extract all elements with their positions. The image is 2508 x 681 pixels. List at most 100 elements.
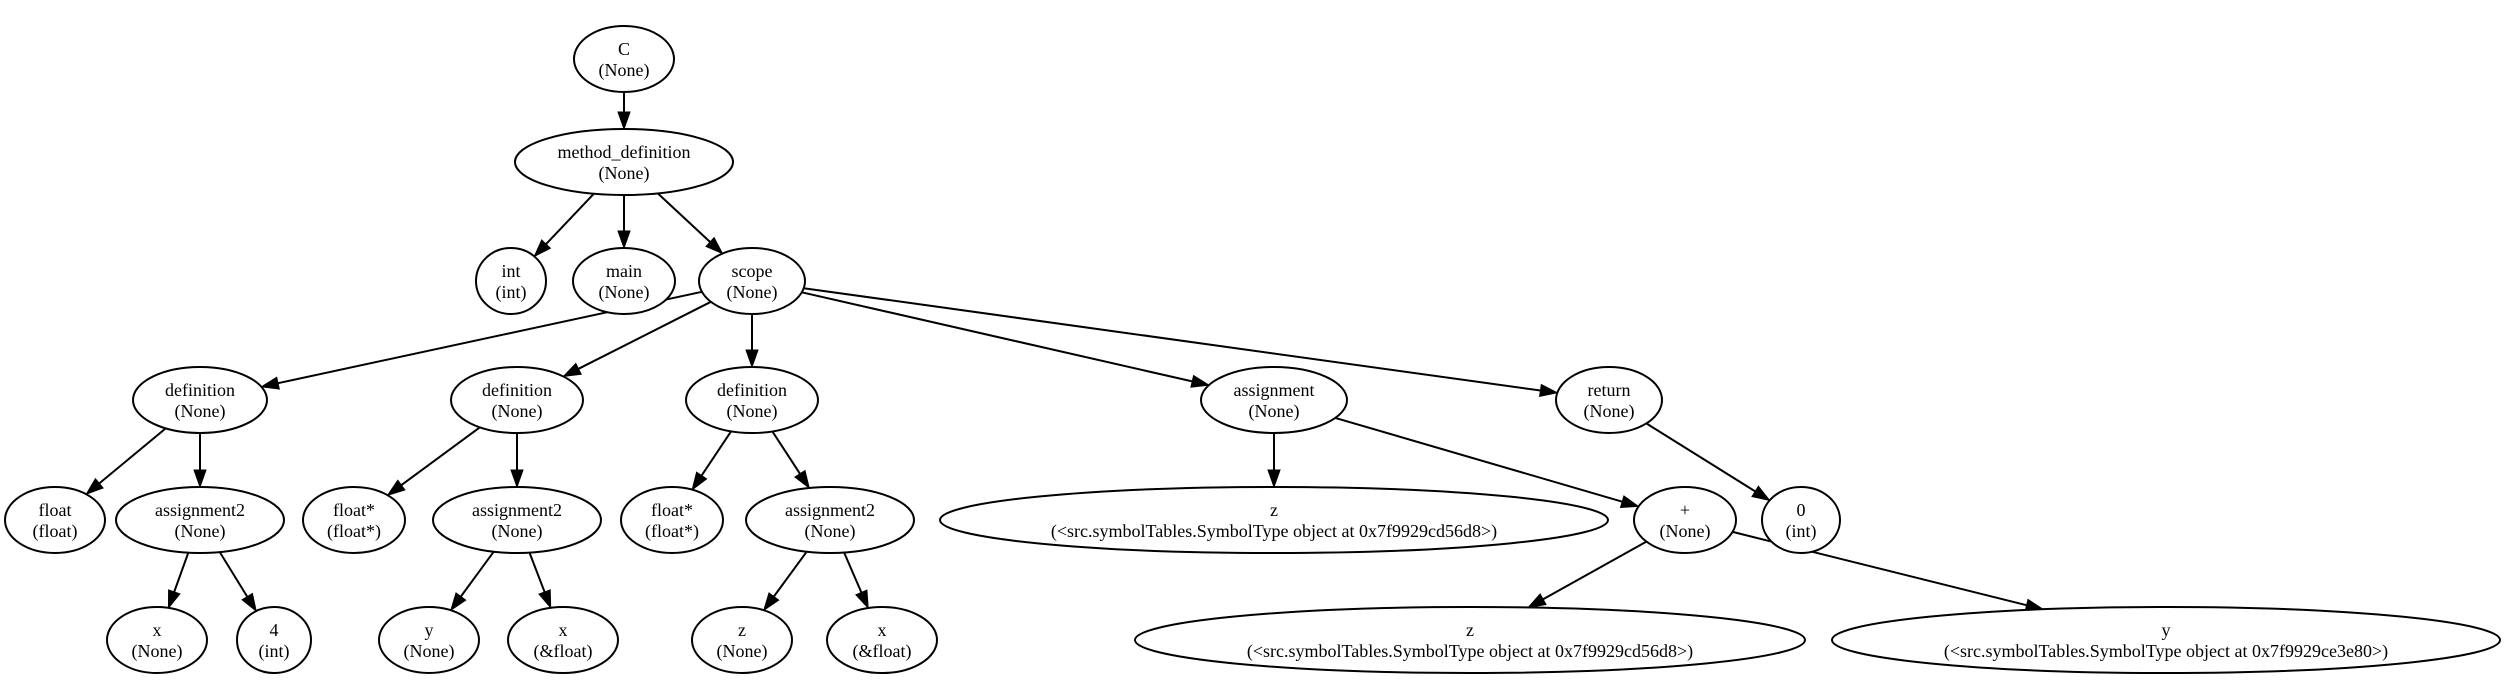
node-label: y — [425, 620, 434, 640]
tree-node: float*(float*) — [302, 486, 406, 554]
node-ellipse — [1200, 366, 1348, 434]
arrowhead-icon — [1751, 485, 1771, 502]
tree-node: assignment(None) — [1200, 366, 1348, 434]
edge-line — [657, 192, 711, 243]
tree-node: 4(int) — [236, 606, 312, 674]
edge-line — [459, 551, 495, 598]
node-type: (None) — [599, 163, 650, 184]
node-label: 4 — [270, 620, 279, 640]
tree-node: main(None) — [572, 247, 676, 315]
node-label: main — [606, 261, 642, 281]
node-type: (int) — [496, 282, 527, 303]
node-label: assignment2 — [785, 500, 875, 520]
tree-edge — [691, 430, 732, 491]
edge-line — [700, 430, 732, 477]
node-type: (None) — [175, 401, 226, 422]
tree-node: int(int) — [475, 247, 547, 315]
node-ellipse — [826, 606, 938, 674]
tree-node: +(None) — [1633, 486, 1737, 554]
tree-edge — [1267, 433, 1281, 489]
node-type: (<src.symbolTables.SymbolType object at … — [1051, 521, 1497, 542]
node-type: (None) — [717, 641, 768, 662]
tree-node: method_definition(None) — [514, 128, 734, 196]
tree-edges — [85, 92, 2045, 613]
node-type: (None) — [599, 60, 650, 81]
tree-node: float(float) — [4, 486, 106, 554]
node-label: z — [1270, 500, 1278, 520]
node-label: float* — [651, 500, 693, 520]
tree-edge — [1645, 422, 1771, 502]
node-label: assignment — [1234, 380, 1315, 400]
node-type: (int) — [1786, 521, 1817, 542]
arrowhead-icon — [745, 349, 759, 369]
tree-node: C(None) — [573, 25, 675, 93]
tree-node: x(&float) — [507, 606, 619, 674]
tree-edge — [1335, 416, 1640, 508]
node-ellipse — [302, 486, 406, 554]
tree-edge — [193, 433, 207, 489]
node-type: (float) — [33, 521, 78, 542]
tree-node: z(<src.symbolTables.SymbolType object at… — [939, 486, 1609, 554]
tree-node: definition(None) — [685, 366, 819, 434]
arrowhead-icon — [1267, 469, 1281, 489]
tree-edge — [167, 552, 190, 610]
node-ellipse — [450, 366, 584, 434]
node-type: (float*) — [327, 521, 381, 542]
arrowhead-icon — [449, 592, 467, 612]
arrowhead-icon — [259, 376, 280, 390]
node-ellipse — [572, 247, 676, 315]
tree-node: y(<src.symbolTables.SymbolType object at… — [1831, 606, 2501, 674]
tree-edge — [843, 552, 869, 610]
node-label: 0 — [1797, 500, 1806, 520]
arrowhead-icon — [705, 236, 724, 255]
tree-edge — [745, 314, 759, 369]
node-ellipse — [132, 366, 268, 434]
tree-edge — [528, 552, 552, 610]
node-ellipse — [106, 606, 208, 674]
tree-edge — [386, 426, 481, 497]
edge-line — [1542, 540, 1647, 601]
tree-node: float*(float*) — [620, 486, 724, 554]
node-type: (<src.symbolTables.SymbolType object at … — [1247, 641, 1693, 662]
node-label: + — [1680, 500, 1690, 520]
tree-node: x(&float) — [826, 606, 938, 674]
node-label: return — [1588, 380, 1631, 400]
node-ellipse — [432, 486, 602, 554]
arrowhead-icon — [85, 477, 104, 496]
node-label: definition — [717, 380, 787, 400]
edge-line — [578, 300, 712, 370]
edge-line — [400, 426, 481, 486]
node-label: scope — [732, 261, 773, 281]
tree-nodes: C(None)method_definition(None)int(int)ma… — [4, 25, 2501, 674]
edge-line — [801, 291, 1193, 383]
node-label: int — [501, 261, 520, 281]
tree-node: y(None) — [378, 606, 480, 674]
arrowhead-icon — [167, 589, 181, 610]
node-ellipse — [1134, 606, 1806, 674]
arrowhead-icon — [691, 471, 708, 491]
tree-node: scope(None) — [698, 247, 806, 315]
node-type: (None) — [132, 641, 183, 662]
node-label: x — [559, 620, 568, 640]
tree-node: definition(None) — [450, 366, 584, 434]
node-type: (<src.symbolTables.SymbolType object at … — [1944, 641, 2388, 662]
tree-edge — [510, 433, 524, 489]
node-ellipse — [620, 486, 724, 554]
tree-edge — [762, 551, 808, 612]
node-ellipse — [475, 247, 547, 315]
tree-edge — [218, 551, 257, 613]
tree-edge — [85, 427, 167, 496]
arrowhead-icon — [193, 469, 207, 489]
node-label: z — [738, 620, 746, 640]
node-type: (int) — [259, 641, 290, 662]
arrowhead-icon — [855, 589, 869, 610]
arrowhead-icon — [617, 111, 631, 131]
node-ellipse — [691, 606, 793, 674]
arrowhead-icon — [538, 589, 552, 610]
node-label: assignment2 — [472, 500, 562, 520]
node-ellipse — [1761, 486, 1841, 554]
tree-node: return(None) — [1555, 366, 1663, 434]
tree-node: assignment2(None) — [115, 486, 285, 554]
node-type: (None) — [727, 401, 778, 422]
